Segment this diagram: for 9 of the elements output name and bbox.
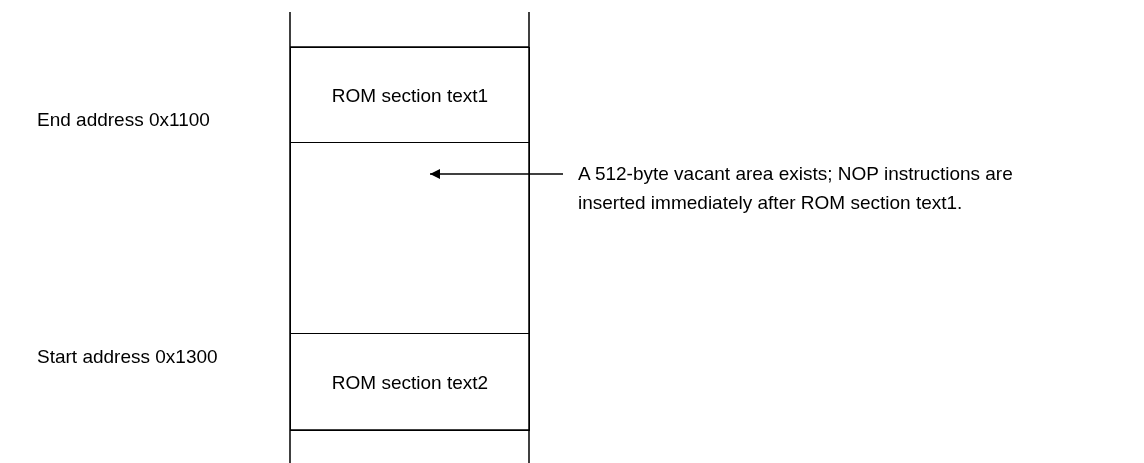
address-label: Start address 0x1300 (37, 345, 218, 369)
memory-section (290, 333, 530, 431)
annotation-text: A 512-byte vacant area exists; NOP instructions are inserted immediately after ROM section text1. (578, 159, 1053, 249)
memory-section (290, 47, 530, 143)
arrow (429, 169, 564, 179)
section-label: ROM section text2 (331, 370, 489, 395)
memory-section (290, 142, 530, 334)
section-label: ROM section text1 (331, 83, 489, 108)
address-label: End address 0x1100 (37, 108, 210, 132)
